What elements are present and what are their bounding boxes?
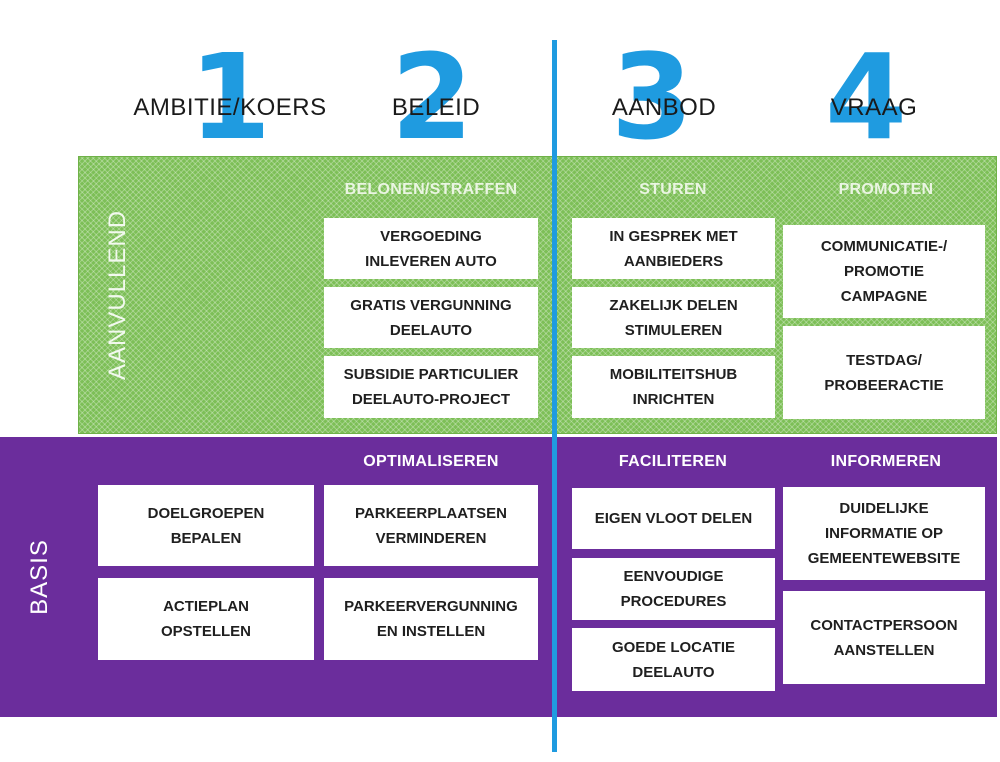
column-number-4: 4: [824, 28, 908, 166]
card-mobiliteitshub-inrichten: MOBILITEITSHUB INRICHTEN: [572, 356, 775, 418]
card-doelgroepen-bepalen: DOELGROEPEN BEPALEN: [98, 485, 314, 566]
header-faciliteren: FACILITEREN: [618, 453, 728, 470]
card-in-gesprek-met-aanbieders: IN GESPREK MET AANBIEDERS: [572, 218, 775, 279]
aanvullend-label: AANVULLEND: [104, 209, 131, 381]
card-contactpersoon-aanstellen: CONTACTPERSOON AANSTELLEN: [783, 591, 985, 684]
column-title-ambitie-koers: AMBITIE/KOERS: [133, 94, 327, 121]
column-title-aanbod: AANBOD: [611, 94, 717, 121]
column-title-vraag: VRAAG: [830, 94, 918, 121]
card-subsidie-particulier-deelauto-project: SUBSIDIE PARTICULIER DEELAUTO-PROJECT: [324, 356, 538, 418]
column-number-3: 3: [610, 28, 694, 166]
header-promoten: PROMOTEN: [838, 181, 934, 198]
vertical-divider: [552, 40, 557, 752]
column-number-2: 2: [390, 28, 474, 166]
header-belonen-straffen: BELONEN/STRAFFEN: [344, 181, 518, 198]
card-duidelijke-informatie-op-gemeentewebsite: DUIDELIJKE INFORMATIE OP GEMEENTEWEBSITE: [783, 487, 985, 580]
card-testdag-probeeractie: TESTDAG/ PROBEERACTIE: [783, 326, 985, 419]
card-parkeerplaatsen-verminderen: PARKEERPLAATSEN VERMINDEREN: [324, 485, 538, 566]
card-zakelijk-delen-stimuleren: ZAKELIJK DELEN STIMULEREN: [572, 287, 775, 348]
card-gratis-vergunning-deelauto: GRATIS VERGUNNING DEELAUTO: [324, 287, 538, 348]
card-eigen-vloot-delen: EIGEN VLOOT DELEN: [572, 488, 775, 549]
column-number-1: 1: [188, 28, 272, 166]
card-parkeervergunning-en-instellen: PARKEERVERGUNNING EN INSTELLEN: [324, 578, 538, 660]
basis-label: BASIS: [26, 539, 53, 615]
column-title-beleid: BELEID: [391, 94, 481, 121]
header-optimaliseren: OPTIMALISEREN: [363, 453, 499, 470]
header-sturen: STUREN: [639, 181, 707, 198]
card-eenvoudige-procedures: EENVOUDIGE PROCEDURES: [572, 558, 775, 620]
header-informeren: INFORMEREN: [830, 453, 942, 470]
card-actieplan-opstellen: ACTIEPLAN OPSTELLEN: [98, 578, 314, 660]
card-goede-locatie-deelauto: GOEDE LOCATIE DEELAUTO: [572, 628, 775, 691]
card-vergoeding-inleveren-auto: VERGOEDING INLEVEREN AUTO: [324, 218, 538, 279]
card-communicatie-promotie-campagne: COMMUNICATIE-/ PROMOTIE CAMPAGNE: [783, 225, 985, 318]
